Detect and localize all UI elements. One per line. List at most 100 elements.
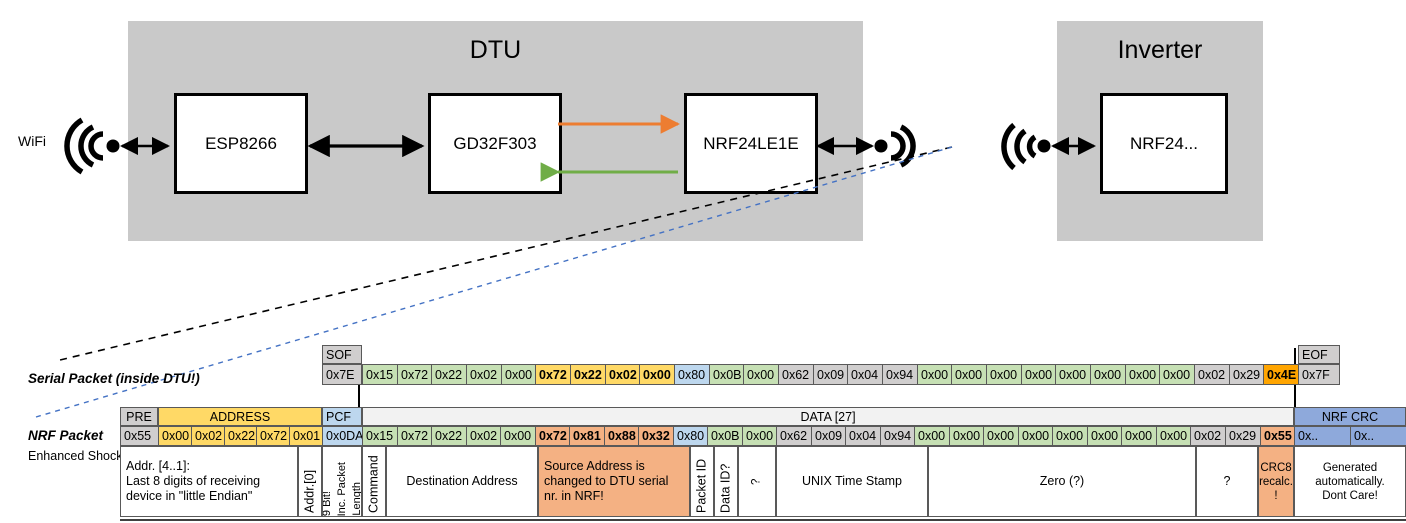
source-address-description: Source Address is changed to DTU serial … xyxy=(538,446,690,517)
pcf-desc-part: Inc. Packet xyxy=(335,461,348,516)
diagram-connectors xyxy=(35,114,1097,418)
address-desc-line: device in "little Endian" xyxy=(126,489,253,503)
nrf-data-cell: 0x00 xyxy=(1121,426,1157,446)
nrf-data-cell: 0x02 xyxy=(466,426,502,446)
addr0-description: Addr.[0] xyxy=(298,446,322,517)
serial-byte-cell: 0x00 xyxy=(1159,364,1195,385)
chip-label: NRF24LE1E xyxy=(703,133,799,153)
inverter-antenna-dot xyxy=(1037,139,1051,153)
serial-byte-cell: 0x15 xyxy=(362,364,398,385)
nrf-data-cell: 0x00 xyxy=(1052,426,1088,446)
nrf-data-cell: 0x88 xyxy=(604,426,640,446)
block-diagram: DTU Inverter ESP8266 GD32F303 NRF24LE1E … xyxy=(18,21,1263,418)
nrf-group-pcf: PCF xyxy=(322,407,362,426)
chip-nrf24le1e: NRF24LE1E xyxy=(684,93,818,194)
nrf-data-cell: 0x72 xyxy=(397,426,433,446)
nrf-address-cell: 0x00 xyxy=(158,426,192,446)
command-description: Command xyxy=(362,446,386,517)
callout-line-serial xyxy=(59,146,953,361)
nrf-data-cell: 0x00 xyxy=(500,426,536,446)
serial-byte-cell: 0x22 xyxy=(431,364,467,385)
nrf-data-cell: 0x15 xyxy=(362,426,398,446)
nrf-data-cell: 0x81 xyxy=(569,426,605,446)
nrf-data-cell: 0x29 xyxy=(1225,426,1261,446)
chip-esp8266: ESP8266 xyxy=(174,93,308,194)
nrf-group-crc: NRF CRC xyxy=(1294,407,1406,426)
pcf-desc-part: 9 Bit! xyxy=(322,490,333,516)
nrf-crc-cell: 0x.. xyxy=(1350,426,1406,446)
nrf-data-cell: 0x00 xyxy=(1156,426,1192,446)
nrf-data-cell: 0x00 xyxy=(1087,426,1123,446)
address-desc-line: Addr. [4..1]: xyxy=(126,459,190,473)
nrf-data-cell: 0x00 xyxy=(1018,426,1054,446)
serial-byte-cell: 0x00 xyxy=(951,364,987,385)
serial-byte-cell: 0x00 xyxy=(743,364,779,385)
serial-byte-cell: 0x94 xyxy=(882,364,918,385)
nrf-packet-sublabel: Enhanced Shockburst xyxy=(28,449,151,463)
serial-byte-cell: 0x4E xyxy=(1263,364,1299,385)
nrf-packet-label: NRF Packet xyxy=(28,428,104,443)
nrf-data-cell: 0x62 xyxy=(776,426,812,446)
serial-byte-cell: 0x80 xyxy=(674,364,710,385)
pcf-desc-part: Length xyxy=(350,482,362,516)
crc8-desc-line: ! xyxy=(1274,489,1278,502)
chip-nrf24: NRF24... xyxy=(1100,93,1228,194)
nrf-crc-cell: 0x.. xyxy=(1294,426,1351,446)
destination-address-description: Destination Address xyxy=(386,446,538,517)
nrfcrc-desc-line: Dont Care! xyxy=(1322,489,1378,502)
serial-eof-header: EOF xyxy=(1298,345,1340,364)
nrf-crc-description: Generated automatically. Dont Care! xyxy=(1294,446,1406,517)
nrf-data-cell: 0x94 xyxy=(880,426,916,446)
inverter-title: Inverter xyxy=(1117,36,1203,64)
serial-byte-cell: 0x0B xyxy=(709,364,745,385)
chip-gd32f303: GD32F303 xyxy=(428,93,562,194)
crc8-desc-line: CRC8 xyxy=(1260,461,1292,474)
chip-label: ESP8266 xyxy=(205,133,277,153)
nrf-data-cell: 0x00 xyxy=(983,426,1019,446)
inverter-antenna-icon xyxy=(1001,122,1037,171)
nrf-bottom-rule xyxy=(120,519,1406,521)
chip-label: GD32F303 xyxy=(453,133,537,153)
nrf-data-cell: 0x55 xyxy=(1260,426,1296,446)
address-desc-line: Last 8 digits of receiving xyxy=(126,474,261,488)
inverter-enclosure: Inverter xyxy=(1057,21,1263,241)
serial-sof-value: 0x7E xyxy=(322,364,362,385)
nrf-data-cell: 0x32 xyxy=(638,426,674,446)
serial-byte-cell: 0x02 xyxy=(605,364,641,385)
nrf-data-cell: 0x0B xyxy=(707,426,743,446)
crc8-desc-line: recalc. xyxy=(1259,475,1293,488)
dtu-antenna-icon xyxy=(890,124,916,168)
serial-byte-cell: 0x04 xyxy=(847,364,883,385)
nrf-address-cell: 0x22 xyxy=(224,426,258,446)
serial-eof-value: 0x7F xyxy=(1298,364,1340,385)
nrf-group-address: ADDRESS xyxy=(158,407,322,426)
wifi-antenna-icon xyxy=(64,117,104,175)
nrf-group-pre: PRE xyxy=(120,407,158,426)
serial-byte-cell: 0x00 xyxy=(1090,364,1126,385)
nrf-data-cell: 0x72 xyxy=(535,426,571,446)
serial-byte-cell: 0x29 xyxy=(1229,364,1265,385)
unknown-tilde-description: ? xyxy=(738,446,776,517)
pcf-description: 9 Bit! Inc. Packet Length xyxy=(322,446,362,517)
packet-id-description: Packet ID xyxy=(690,446,714,517)
nrf-address-cell: 0x01 xyxy=(289,426,323,446)
serial-byte-cell: 0x00 xyxy=(1125,364,1161,385)
serial-byte-cell: 0x72 xyxy=(397,364,433,385)
serial-packet-label: Serial Packet (inside DTU!) xyxy=(28,371,200,386)
address-description: Addr. [4..1]: Last 8 digits of receiving… xyxy=(120,446,298,517)
nrf-data-cell: 0x00 xyxy=(914,426,950,446)
nrf-address-cell: 0x72 xyxy=(256,426,290,446)
dtu-title: DTU xyxy=(469,36,522,64)
nrf-data-cell: 0x09 xyxy=(811,426,847,446)
serial-byte-cell: 0x09 xyxy=(813,364,849,385)
nrf-data-cell: 0x02 xyxy=(1190,426,1226,446)
serial-byte-cell: 0x00 xyxy=(1021,364,1057,385)
serial-sof-header: SOF xyxy=(322,345,362,364)
nrf-address-cell: 0x02 xyxy=(191,426,225,446)
dtu-antenna-dot xyxy=(874,139,888,153)
serial-byte-cell: 0x02 xyxy=(466,364,502,385)
serial-byte-cell: 0x72 xyxy=(535,364,571,385)
crc8-description: CRC8 recalc. ! xyxy=(1258,446,1294,517)
unix-timestamp-description: UNIX Time Stamp xyxy=(776,446,928,517)
